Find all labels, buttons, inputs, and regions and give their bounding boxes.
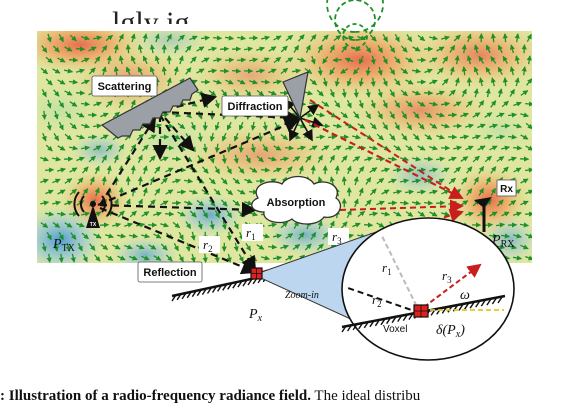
partial-heading-fragment: lgly ig bbox=[0, 4, 570, 24]
omega-label: ω bbox=[460, 288, 470, 303]
caption-rest: The ideal distribu bbox=[310, 388, 421, 404]
rays-black bbox=[97, 92, 301, 275]
svg-text:r2: r2 bbox=[203, 237, 213, 254]
absorption-cloud: Absorption bbox=[251, 175, 341, 225]
diffraction-label-box: Diffraction bbox=[221, 95, 289, 117]
zoom-in-label: Zoom-in bbox=[285, 290, 319, 301]
delta-px-label: δ(Px) bbox=[436, 323, 465, 340]
tx-label: TX bbox=[90, 222, 97, 228]
rx-antenna-icon bbox=[474, 197, 492, 232]
heading-fragment: lgly ig bbox=[112, 6, 190, 24]
svg-text:r1: r1 bbox=[246, 225, 256, 242]
scattering-label-box: Scattering bbox=[91, 75, 158, 97]
figure-caption: : Illustration of a radio-frequency radi… bbox=[0, 388, 570, 405]
r3-label-box: r3 bbox=[328, 228, 349, 246]
tx-antenna-icon: TX bbox=[73, 191, 113, 228]
scattering-label: Scattering bbox=[98, 81, 152, 93]
r2-label-box: r2 bbox=[199, 236, 220, 254]
caption-bold: : Illustration of a radio-frequency radi… bbox=[0, 388, 311, 404]
diffraction-wedge bbox=[282, 71, 309, 120]
zoom-r1-label: r1 bbox=[382, 260, 392, 277]
voxel-label: Voxel bbox=[383, 324, 407, 335]
svg-text:r3: r3 bbox=[332, 229, 342, 246]
r1-label-box: r1 bbox=[242, 224, 263, 242]
scattering-surface bbox=[100, 77, 199, 139]
zoom-r2-label: r2 bbox=[372, 292, 382, 309]
svg-text:Px: Px bbox=[248, 307, 263, 324]
voxel-px-marker bbox=[250, 267, 263, 280]
reflection-label: Reflection bbox=[143, 267, 196, 279]
absorption-label: Absorption bbox=[267, 197, 326, 209]
p-x-label: Px bbox=[248, 307, 263, 324]
rx-label: Rx bbox=[500, 184, 513, 195]
reflection-label-box: Reflection bbox=[137, 261, 203, 283]
p-tx-label: PTX bbox=[52, 237, 76, 254]
zoom-circle: r1 r2 r3 ω Voxel δ(Px) bbox=[341, 217, 515, 361]
diffraction-label: Diffraction bbox=[228, 101, 283, 113]
rx-label-box: Rx bbox=[496, 179, 517, 197]
vortex-swirl bbox=[326, 0, 384, 49]
zoom-r3-label: r3 bbox=[442, 268, 452, 285]
svg-text:PRX: PRX bbox=[491, 233, 515, 250]
svg-text:PTX: PTX bbox=[52, 237, 76, 254]
p-rx-label: PRX bbox=[491, 233, 515, 250]
